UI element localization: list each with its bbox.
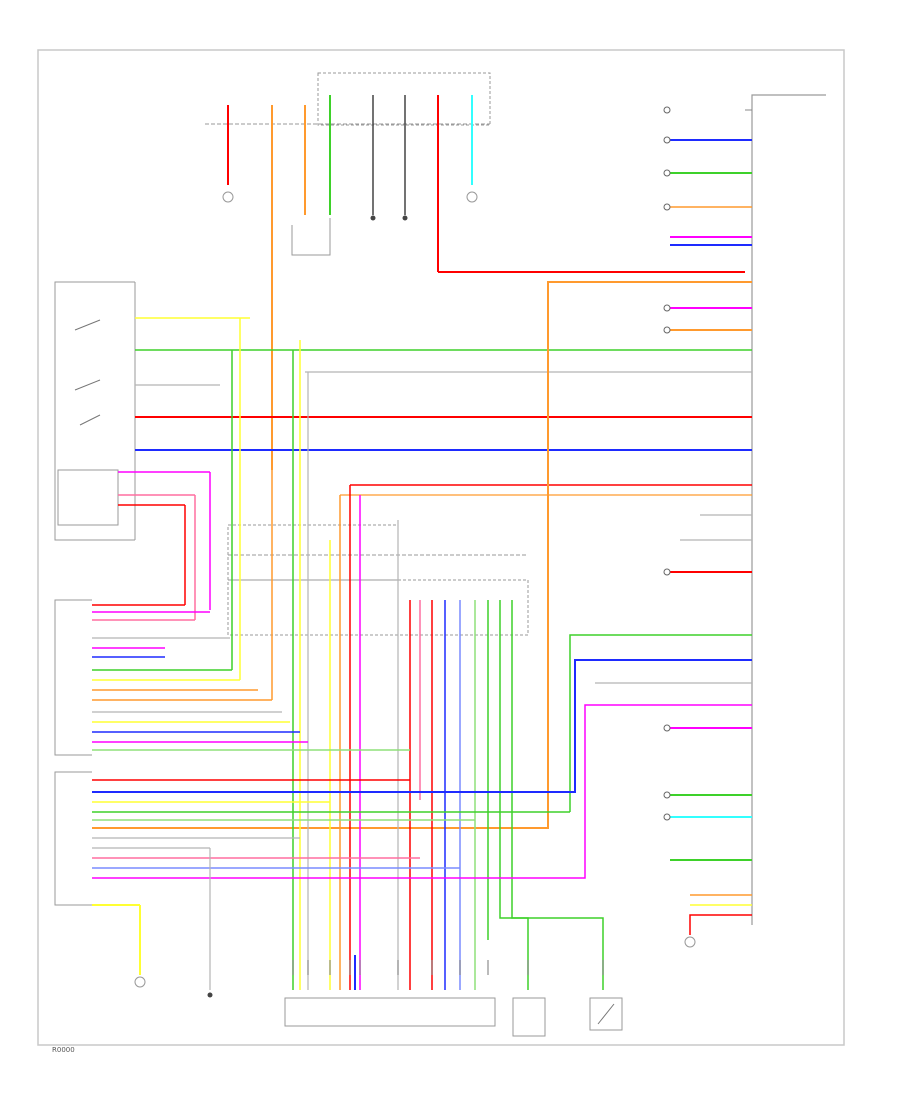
wire-magenta-to-ecm-705: [580, 704, 752, 879]
splice-dot-1: [370, 215, 376, 221]
comp-dot-r10: [663, 813, 671, 821]
diagram-id: R0000: [52, 1046, 75, 1054]
bottom-sensor-box-2: [589, 997, 623, 1031]
switch-contact-1: [74, 319, 101, 331]
right-module-outline: [751, 94, 826, 925]
bottom-sensor-2-mark: [597, 1003, 615, 1025]
bottom-components: [284, 997, 623, 1037]
ground-symbol-bottom-left: [134, 976, 146, 988]
comp-dot-r8: [663, 724, 671, 732]
left-connector-c1: [54, 599, 410, 756]
top-connector-group: [205, 72, 745, 470]
central-connector-upper: [227, 524, 399, 581]
cross-wires: [560, 514, 752, 879]
bottom-sensor-box-1: [512, 997, 546, 1037]
switch-contact-3: [79, 414, 101, 426]
comp-dot-r6: [663, 326, 671, 334]
splice-dot-2: [402, 215, 408, 221]
diagram-frame: [37, 49, 845, 1046]
switch-contact-2: [74, 379, 101, 391]
left-switch-box: [54, 281, 136, 541]
wire-green-to-ecm-635: [569, 634, 752, 812]
comp-dot-r7: [663, 568, 671, 576]
top-fuse-box: [317, 72, 491, 126]
wire-right-red-4: [689, 914, 752, 935]
bottom-connector-box: [284, 997, 496, 1027]
left-connector-c2: [54, 771, 580, 998]
wire-v-green-5: [499, 600, 529, 990]
bracket-g-line: [291, 218, 331, 256]
ground-symbol-right: [466, 191, 478, 203]
left-c2-outline: [54, 771, 92, 906]
vertical-wires: [184, 318, 604, 990]
pin-ticks: [292, 960, 604, 975]
horizontal-wires: [92, 281, 752, 829]
ground-symbol-left: [222, 191, 234, 203]
comp-dot-r5: [663, 304, 671, 312]
comp-dot-r2: [663, 136, 671, 144]
wire-orange-long: [92, 281, 752, 829]
central-connector-lower: [227, 579, 529, 636]
right-module: [663, 94, 826, 948]
comp-dot-r4: [663, 203, 671, 211]
ground-symbol-bottom-right: [684, 936, 696, 948]
comp-dot-r3: [663, 169, 671, 177]
wire-v-green-6: [511, 600, 604, 990]
comp-dot-r1: [663, 106, 671, 114]
left-c1-outline: [54, 599, 92, 756]
central-connector: [227, 524, 529, 636]
left-inner-module: [57, 469, 119, 526]
left-switch-outline: [54, 281, 135, 541]
comp-dot-r9: [663, 791, 671, 799]
splice-dot-bottom: [207, 992, 213, 998]
wire-blue-to-ecm-660: [560, 659, 752, 793]
